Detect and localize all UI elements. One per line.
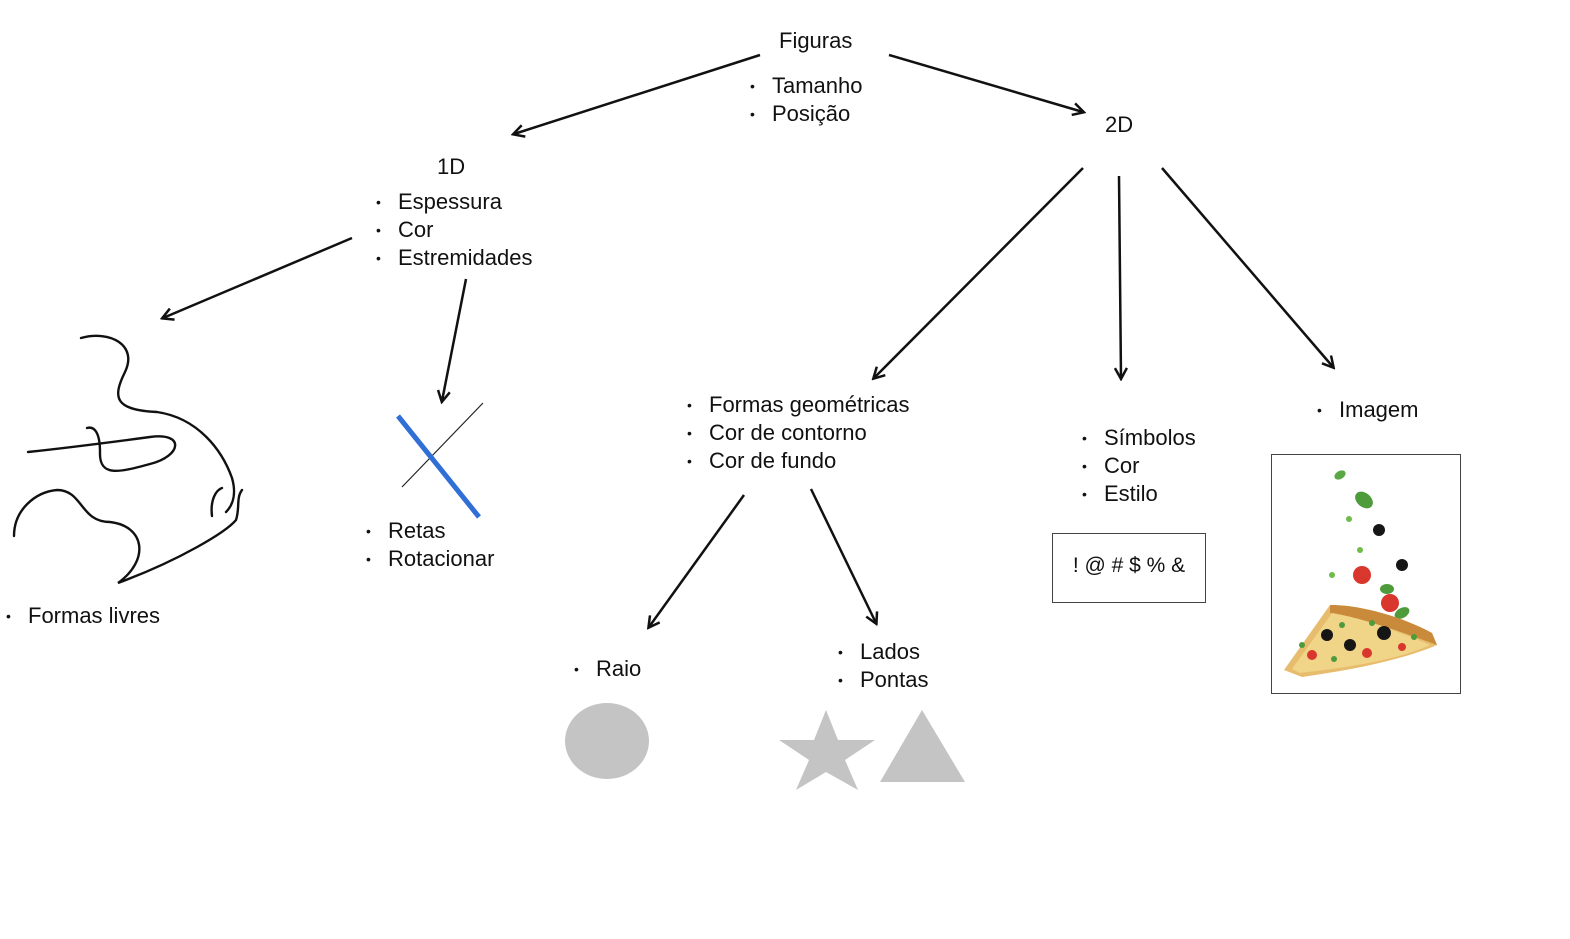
arrow-root-to-2d (888, 53, 1083, 112)
lines-item: Retas (366, 517, 494, 545)
star-shape-icon (779, 710, 875, 790)
round-shapes-item: Raio (574, 655, 641, 683)
lines-list: Retas Rotacionar (366, 517, 494, 573)
sided-shapes-list: Lados Pontas (838, 638, 929, 694)
pizza-image-icon (1284, 470, 1437, 677)
freehand-scribble-icon (12, 334, 244, 585)
arrow-root-to-1d (514, 53, 761, 134)
symbols-sample-box: ! @ # $ % & (1052, 533, 1206, 603)
geometric-item: Cor de fundo (687, 447, 910, 475)
arrow-geometric-to-sided (809, 488, 876, 623)
root-title: Figuras (779, 28, 853, 53)
node-1d-properties: Espessura Cor Estremidades (376, 188, 533, 272)
node-1d-title: 1D (437, 154, 466, 179)
thick-blue-line-icon (396, 414, 481, 519)
triangle-shape-icon (880, 710, 965, 782)
root-properties: Tamanho Posição (750, 72, 863, 128)
free-forms-list: Formas livres (6, 602, 160, 630)
image-list: Imagem (1317, 396, 1418, 424)
arrow-2d-to-image (1161, 167, 1333, 367)
arrow-2d-to-geometric (874, 167, 1084, 378)
thin-line-icon (401, 402, 484, 488)
geometric-list: Formas geométricas Cor de contorno Cor d… (687, 391, 910, 475)
symbols-sample-text: ! @ # $ % & (1072, 554, 1186, 577)
free-forms-item: Formas livres (6, 602, 160, 630)
symbols-item: Estilo (1082, 480, 1196, 508)
circle-shape-icon (565, 703, 649, 779)
lines-item: Rotacionar (366, 545, 494, 573)
sided-shapes-item: Pontas (838, 666, 929, 694)
symbols-list: Símbolos Cor Estilo (1082, 424, 1196, 508)
sided-shapes-item: Lados (838, 638, 929, 666)
root-property: Posição (750, 100, 863, 128)
image-item: Imagem (1317, 396, 1418, 424)
node-1d-property: Cor (376, 216, 533, 244)
arrow-1d-to-lines (442, 278, 468, 401)
geometric-item: Formas geométricas (687, 391, 910, 419)
symbols-item: Cor (1082, 452, 1196, 480)
arrow-geometric-to-round (649, 494, 746, 627)
round-shapes-list: Raio (574, 655, 641, 683)
node-1d-property: Espessura (376, 188, 533, 216)
root-property: Tamanho (750, 72, 863, 100)
arrow-1d-to-free (163, 236, 353, 318)
node-1d-property: Estremidades (376, 244, 533, 272)
node-2d-title: 2D (1105, 112, 1134, 137)
geometric-item: Cor de contorno (687, 419, 910, 447)
arrow-2d-to-symbols (1119, 175, 1121, 378)
symbols-item: Símbolos (1082, 424, 1196, 452)
image-frame (1271, 454, 1461, 694)
